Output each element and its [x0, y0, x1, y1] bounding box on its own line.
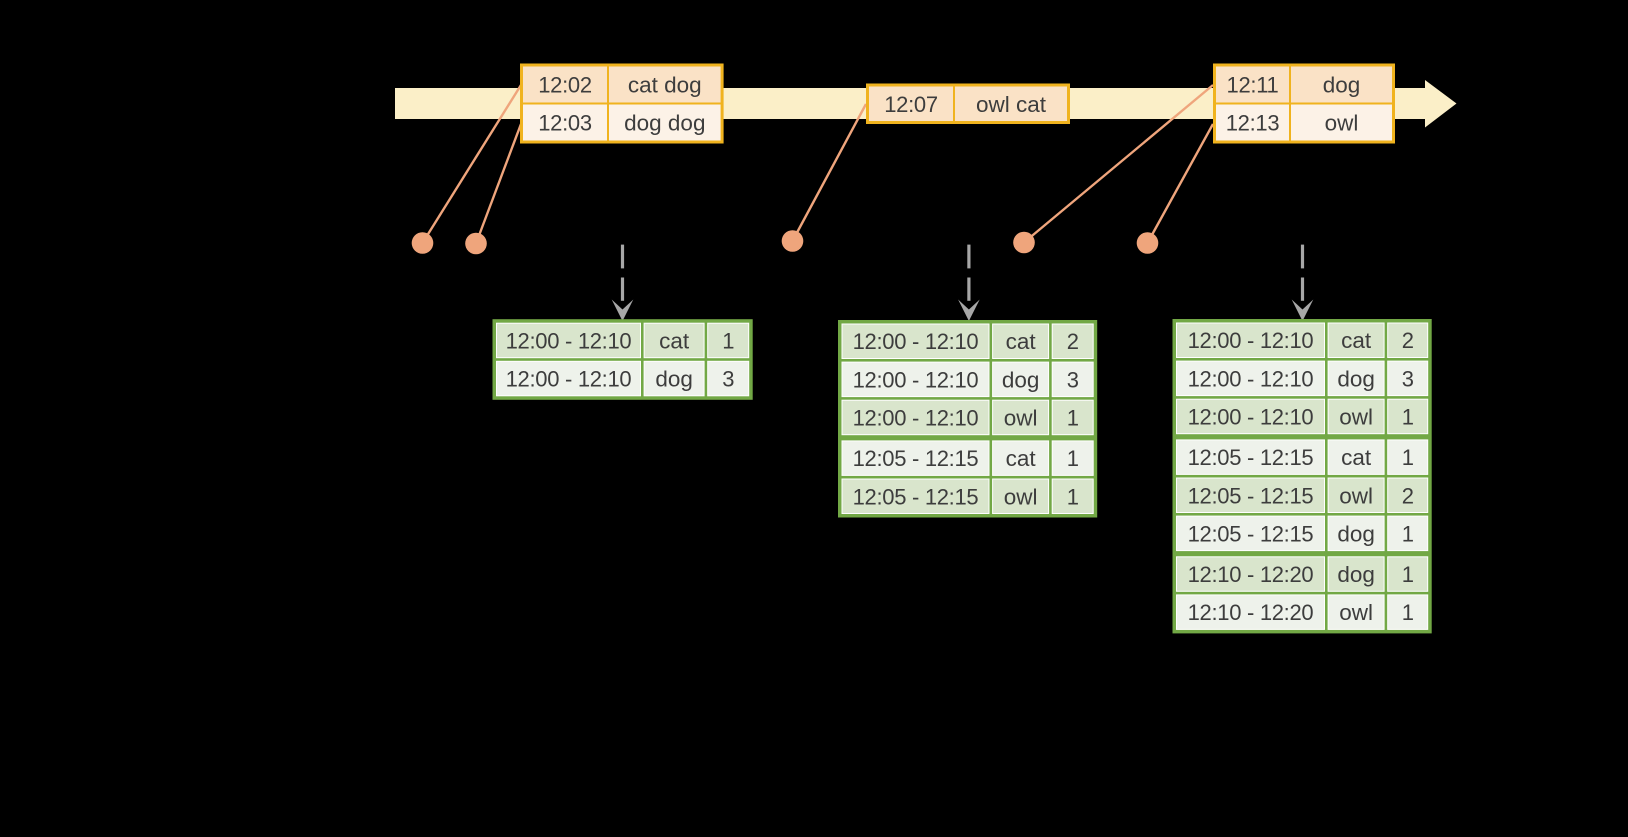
svg-text:3: 3 — [1402, 366, 1414, 391]
svg-text:1: 1 — [1402, 562, 1414, 587]
svg-text:3: 3 — [1067, 367, 1079, 392]
svg-text:owl: owl — [1004, 484, 1038, 509]
svg-text:cat: cat — [659, 328, 690, 353]
svg-text:1: 1 — [722, 328, 734, 353]
svg-text:owl: owl — [1325, 111, 1359, 136]
svg-text:2: 2 — [1402, 483, 1414, 508]
svg-text:1: 1 — [1402, 521, 1414, 546]
svg-text:1: 1 — [1402, 600, 1414, 625]
svg-text:12:00 - 12:10: 12:00 - 12:10 — [1188, 366, 1314, 391]
svg-text:12:05 - 12:15: 12:05 - 12:15 — [1188, 445, 1314, 470]
svg-text:3: 3 — [722, 367, 734, 392]
svg-text:1: 1 — [1402, 405, 1414, 430]
svg-text:dog: dog — [1323, 73, 1361, 98]
svg-text:12:05 - 12:15: 12:05 - 12:15 — [1188, 521, 1314, 546]
svg-text:12:07: 12:07 — [884, 92, 938, 117]
svg-text:12:10 - 12:20: 12:10 - 12:20 — [1188, 600, 1314, 625]
svg-text:cat: cat — [1341, 328, 1372, 353]
svg-text:2: 2 — [1067, 329, 1079, 354]
svg-text:12:10 - 12:20: 12:10 - 12:20 — [1188, 562, 1314, 587]
svg-text:12:05 - 12:15: 12:05 - 12:15 — [853, 446, 979, 471]
svg-text:1: 1 — [1067, 406, 1079, 431]
svg-text:dog: dog — [1337, 562, 1375, 587]
svg-text:dog: dog — [1337, 366, 1375, 391]
svg-text:12:00 - 12:10: 12:00 - 12:10 — [506, 328, 632, 353]
svg-text:12:00 - 12:10: 12:00 - 12:10 — [506, 367, 632, 392]
svg-text:12:02: 12:02 — [538, 73, 592, 98]
svg-text:dog dog: dog dog — [624, 111, 705, 136]
svg-text:owl: owl — [1339, 600, 1373, 625]
svg-text:owl: owl — [1339, 483, 1373, 508]
svg-text:owl: owl — [1004, 406, 1038, 431]
svg-text:12:00 - 12:10: 12:00 - 12:10 — [853, 367, 979, 392]
svg-text:12:00 - 12:10: 12:00 - 12:10 — [853, 329, 979, 354]
svg-text:2: 2 — [1402, 328, 1414, 353]
svg-text:12:05 - 12:15: 12:05 - 12:15 — [853, 484, 979, 509]
svg-text:12:11: 12:11 — [1227, 73, 1279, 98]
svg-text:dog: dog — [1337, 521, 1375, 546]
svg-text:cat dog: cat dog — [628, 73, 702, 98]
svg-text:12:00 - 12:10: 12:00 - 12:10 — [853, 406, 979, 431]
svg-text:cat: cat — [1006, 446, 1037, 471]
svg-text:12:03: 12:03 — [538, 111, 592, 136]
svg-text:12:00 - 12:10: 12:00 - 12:10 — [1188, 328, 1314, 353]
svg-text:12:05 - 12:15: 12:05 - 12:15 — [1188, 483, 1314, 508]
svg-text:owl: owl — [1339, 405, 1373, 430]
svg-text:12:00 - 12:10: 12:00 - 12:10 — [1188, 405, 1314, 430]
svg-text:cat: cat — [1006, 329, 1037, 354]
svg-text:1: 1 — [1067, 484, 1079, 509]
svg-text:1: 1 — [1067, 446, 1079, 471]
svg-text:cat: cat — [1341, 445, 1372, 470]
svg-text:12:13: 12:13 — [1226, 111, 1280, 136]
svg-text:dog: dog — [655, 367, 693, 392]
svg-text:dog: dog — [1002, 367, 1040, 392]
svg-text:owl cat: owl cat — [976, 92, 1047, 117]
svg-text:1: 1 — [1402, 445, 1414, 470]
